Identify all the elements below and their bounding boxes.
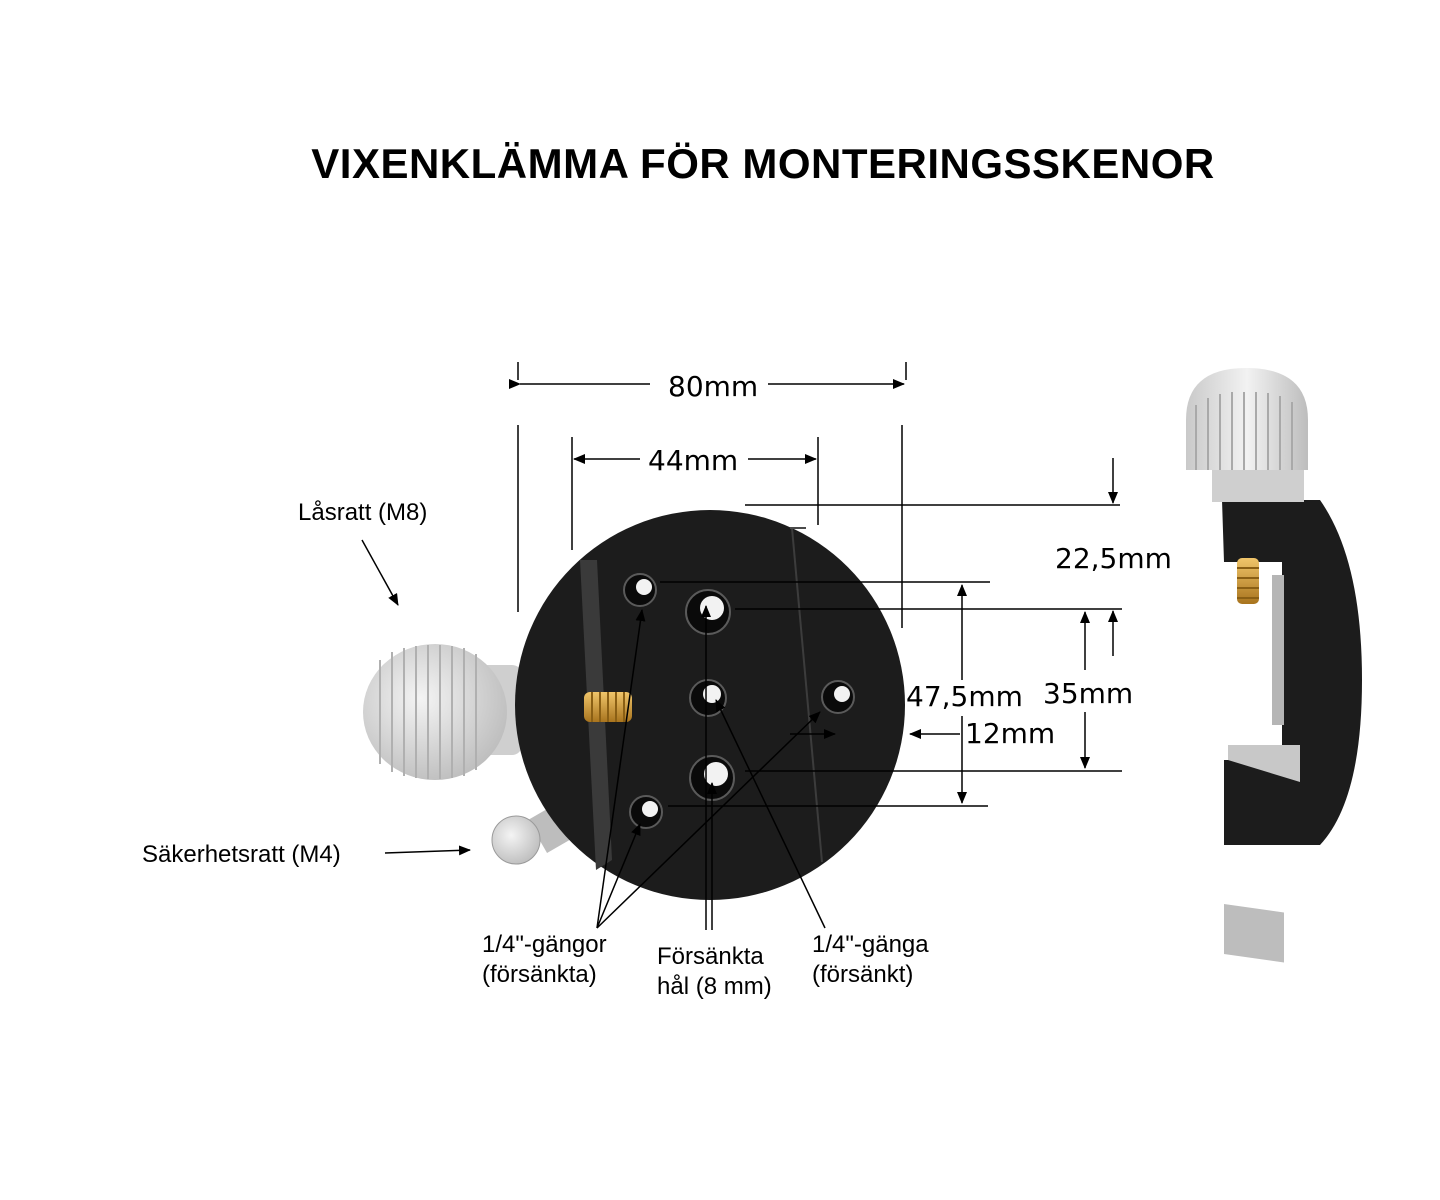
dim-44mm: 44mm bbox=[648, 444, 739, 477]
clamp-top-view bbox=[363, 510, 905, 900]
label-safety-knob: Säkerhetsratt (M4) bbox=[142, 841, 341, 868]
clamp-side-view bbox=[1186, 368, 1362, 963]
label-countersunk-holes-line1: Försänkta bbox=[657, 943, 764, 970]
label-threads-plural: 1/4"-gängor (försänkta) bbox=[482, 930, 607, 990]
side-lock-knob bbox=[1186, 368, 1308, 502]
label-thread-single: 1/4"-gänga (försänkt) bbox=[812, 930, 929, 990]
label-countersunk-holes-line2: hål (8 mm) bbox=[657, 973, 772, 1000]
lock-knob bbox=[363, 644, 522, 780]
dimension-lines bbox=[509, 362, 1122, 807]
label-thread-single-line2: (försänkt) bbox=[812, 961, 914, 988]
label-lock-knob: Låsratt (M8) bbox=[298, 499, 428, 526]
dim-35mm: 35mm bbox=[1043, 677, 1134, 710]
dim-80mm: 80mm bbox=[668, 370, 759, 403]
leader-lines bbox=[361, 539, 826, 930]
brass-screw bbox=[584, 692, 632, 722]
label-threads-plural-line2: (försänkta) bbox=[482, 961, 597, 988]
label-countersunk-holes: Försänkta hål (8 mm) bbox=[657, 942, 772, 1002]
page-title: VIXENKLÄMMA FÖR MONTERINGSSKENOR bbox=[311, 140, 1215, 187]
label-threads-plural-line1: 1/4"-gängor bbox=[482, 931, 607, 958]
dim-47-5mm: 47,5mm bbox=[906, 680, 1023, 713]
side-brass-screw bbox=[1237, 558, 1259, 604]
dim-22-5mm: 22,5mm bbox=[1055, 542, 1172, 575]
dim-12mm: 12mm bbox=[965, 717, 1056, 750]
label-thread-single-line1: 1/4"-gänga bbox=[812, 931, 929, 958]
